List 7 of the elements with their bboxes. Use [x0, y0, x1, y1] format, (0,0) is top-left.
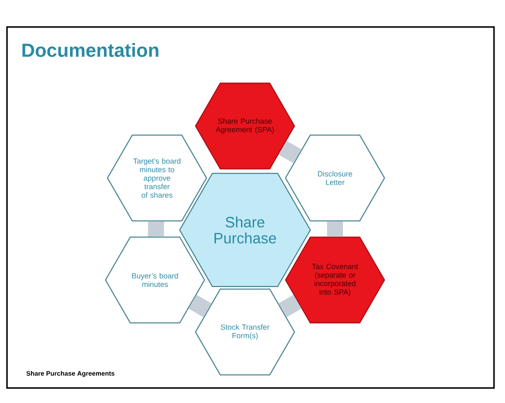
- title: Documentation: [22, 43, 158, 57]
- center-hexagon: Share Purchase: [179, 172, 311, 288]
- connector-band: [148, 221, 164, 237]
- connector-band: [278, 294, 302, 318]
- connector-band: [278, 140, 302, 164]
- connector-band: [188, 294, 212, 318]
- connector-band: [327, 221, 343, 237]
